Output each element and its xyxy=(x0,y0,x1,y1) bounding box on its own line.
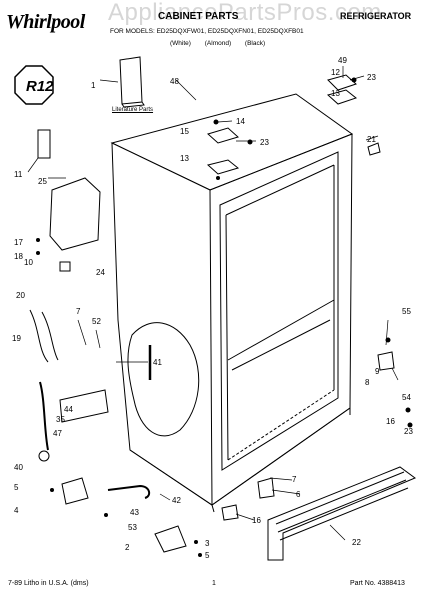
brand-logo: Whirlpool xyxy=(6,11,85,33)
part-10-thermostat-housing xyxy=(49,177,101,251)
callout-19: 19 xyxy=(12,334,21,343)
callout-35: 35 xyxy=(56,415,65,424)
literature-book xyxy=(119,56,145,108)
part-20-knob xyxy=(59,261,71,272)
callout-1: 1 xyxy=(91,81,96,90)
part-12-hinge-top xyxy=(327,74,357,91)
callout-11: 11 xyxy=(14,170,23,179)
callout-49: 49 xyxy=(338,56,347,65)
footer-litho: 7-89 Litho in U.S.A. (dms) xyxy=(8,580,89,587)
callout-20: 20 xyxy=(16,291,25,300)
callout-48: 48 xyxy=(170,77,179,86)
callout-21: 21 xyxy=(367,135,376,144)
callout-41: 41 xyxy=(153,358,162,367)
part-54-bracket xyxy=(377,351,395,371)
callout-23c: 23 xyxy=(404,427,413,436)
callout-42: 42 xyxy=(172,496,181,505)
r12-badge-text: R12 xyxy=(26,78,54,95)
callout-16b: 16 xyxy=(252,516,261,525)
cabinet-opening xyxy=(219,151,339,471)
callout-14: 14 xyxy=(236,117,245,126)
callout-8: 8 xyxy=(365,378,370,387)
part-21-clip xyxy=(367,142,381,156)
part-22-grille xyxy=(267,466,417,561)
callout-53: 53 xyxy=(128,523,137,532)
callout-10: 10 xyxy=(24,258,33,267)
callout-43: 43 xyxy=(130,508,139,517)
callout-13b: 13 xyxy=(180,154,189,163)
callout-2: 2 xyxy=(125,543,130,552)
models-line: FOR MODELS: ED25DQXFW01, ED25DQXFN01, ED… xyxy=(110,28,304,35)
part-19-harness xyxy=(29,309,59,363)
part-6-roller xyxy=(257,477,275,499)
part-13-hinge-low xyxy=(206,159,240,175)
callout-5b: 5 xyxy=(205,551,210,560)
callout-5a: 5 xyxy=(14,483,19,492)
callout-17: 17 xyxy=(14,238,23,247)
literature-label: Literature Parts xyxy=(112,107,154,113)
callout-16a: 16 xyxy=(386,417,395,426)
callout-23b: 23 xyxy=(260,138,269,147)
part-43-hose xyxy=(107,484,151,499)
callout-55: 55 xyxy=(402,307,411,316)
part-40-grommet xyxy=(38,450,50,462)
callout-4: 4 xyxy=(14,506,19,515)
part-35-bracket xyxy=(59,389,109,423)
footer-part-number: Part No. 4388413 xyxy=(350,580,405,587)
callout-44: 44 xyxy=(64,405,73,414)
r12-badge xyxy=(14,65,54,105)
callout-23a: 23 xyxy=(367,73,376,82)
callout-22: 22 xyxy=(352,538,361,547)
callout-47: 47 xyxy=(53,429,62,438)
callout-15: 15 xyxy=(180,127,189,136)
callout-13a: 13 xyxy=(331,89,340,98)
page-title: CABINET PARTS xyxy=(158,11,239,22)
part-16-pad xyxy=(221,504,239,521)
footer-page-number: 1 xyxy=(212,580,216,587)
part-15-hinge xyxy=(207,127,239,144)
watermark: AppliancePartsPros.com xyxy=(108,0,382,26)
part-4-leveler xyxy=(61,477,89,505)
callout-3: 3 xyxy=(205,539,210,548)
cabinet-cutout xyxy=(127,322,200,437)
part-13-hinge-mid xyxy=(326,89,358,105)
part-47-tube xyxy=(39,381,49,451)
callout-18: 18 xyxy=(14,252,23,261)
callout-9: 9 xyxy=(375,367,380,376)
colors-line: (White) (Almond) (Black) xyxy=(170,40,266,47)
callout-7b: 7 xyxy=(292,475,297,484)
callout-7a: 7 xyxy=(76,307,81,316)
callout-6: 6 xyxy=(296,490,301,499)
callout-25: 25 xyxy=(38,177,47,186)
part-11-connector xyxy=(37,129,51,159)
part-2-roller xyxy=(154,525,187,553)
callout-54: 54 xyxy=(402,393,411,402)
callout-40: 40 xyxy=(14,463,23,472)
callout-52: 52 xyxy=(92,317,101,326)
callout-24: 24 xyxy=(96,268,105,277)
callout-12: 12 xyxy=(331,68,340,77)
callout-labels: 1 2 3 4 5 5 6 7 7 8 9 10 11 12 13 13 14 … xyxy=(12,56,413,560)
category-label: REFRIGERATOR xyxy=(340,11,412,21)
